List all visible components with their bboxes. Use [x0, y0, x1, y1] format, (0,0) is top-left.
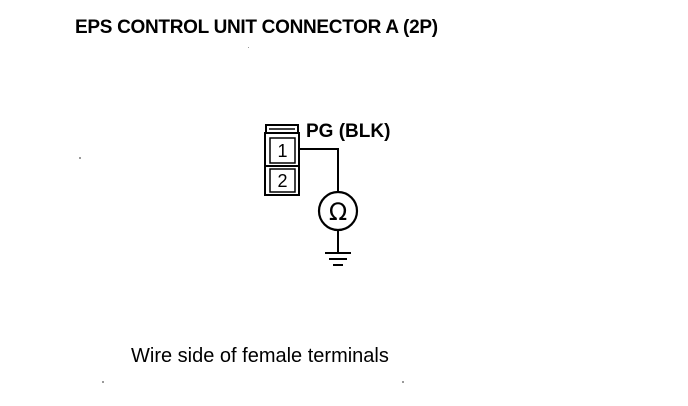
pin-1-number: 1 [277, 141, 287, 161]
diagram-title: EPS CONTROL UNIT CONNECTOR A (2P) [75, 17, 438, 38]
ground-icon [325, 252, 351, 266]
wire-label: PG (BLK) [306, 121, 390, 142]
pin-2-number: 2 [277, 171, 287, 191]
pin-1: 1 [269, 137, 296, 164]
diagram-caption: Wire side of female terminals [131, 345, 389, 367]
connector-latch [265, 124, 299, 134]
test-lead-wire [299, 148, 339, 192]
ohm-symbol: Ω [329, 198, 347, 226]
ohmmeter-icon: Ω [317, 190, 359, 232]
scan-specks [79, 47, 404, 383]
pin-2: 2 [269, 168, 296, 193]
